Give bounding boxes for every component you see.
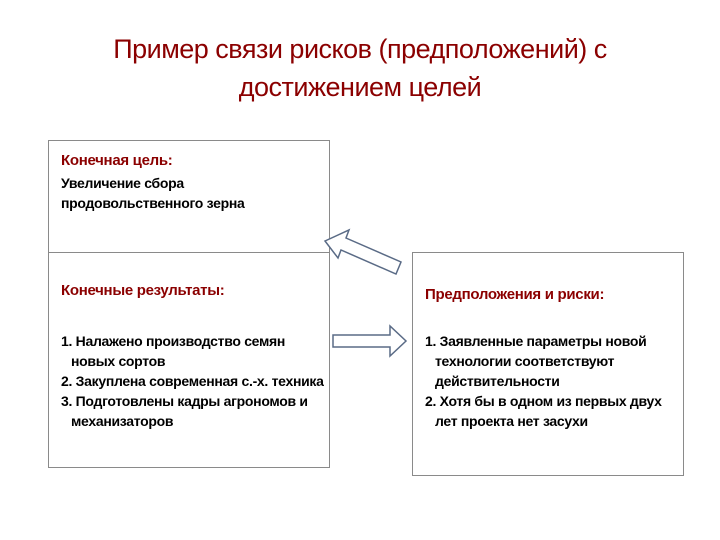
final-results-heading: Конечные результаты: <box>61 282 225 299</box>
final-results-list: 1. Налажено производство семян новых сор… <box>61 331 327 431</box>
final-results-item-1: 1. Налажено производство семян новых сор… <box>61 333 286 369</box>
arrow-right-icon <box>332 324 408 358</box>
assumptions-risks-heading: Предположения и риски: <box>425 286 605 303</box>
assumptions-risks-item-2: 2. Хотя бы в одном из первых двух лет пр… <box>425 393 662 429</box>
final-results-item-2: 2. Закуплена современная с.-х. техника <box>61 373 324 389</box>
slide-title-line-1: Пример связи рисков (предположений) с <box>113 34 607 64</box>
final-goal-text: Увеличение сбора продовольственного зерн… <box>61 175 245 211</box>
slide-title-line-2: достижением целей <box>238 72 482 102</box>
final-goal-box: Конечная цель: Увеличение сбора продовол… <box>48 140 330 254</box>
slide-title: Пример связи рисков (предположений) с до… <box>40 30 680 106</box>
arrow-up-left-icon <box>323 228 402 275</box>
assumptions-risks-box: Предположения и риски: 1. Заявленные пар… <box>412 252 684 476</box>
assumptions-risks-item-1: 1. Заявленные параметры новой технологии… <box>425 333 647 389</box>
final-results-item-3: 3. Подготовлены кадры агрономов и механи… <box>61 393 308 429</box>
final-goal-heading: Конечная цель: <box>61 152 173 169</box>
final-results-box: Конечные результаты: 1. Налажено произво… <box>48 252 330 468</box>
assumptions-risks-list: 1. Заявленные параметры новой технологии… <box>425 331 681 431</box>
